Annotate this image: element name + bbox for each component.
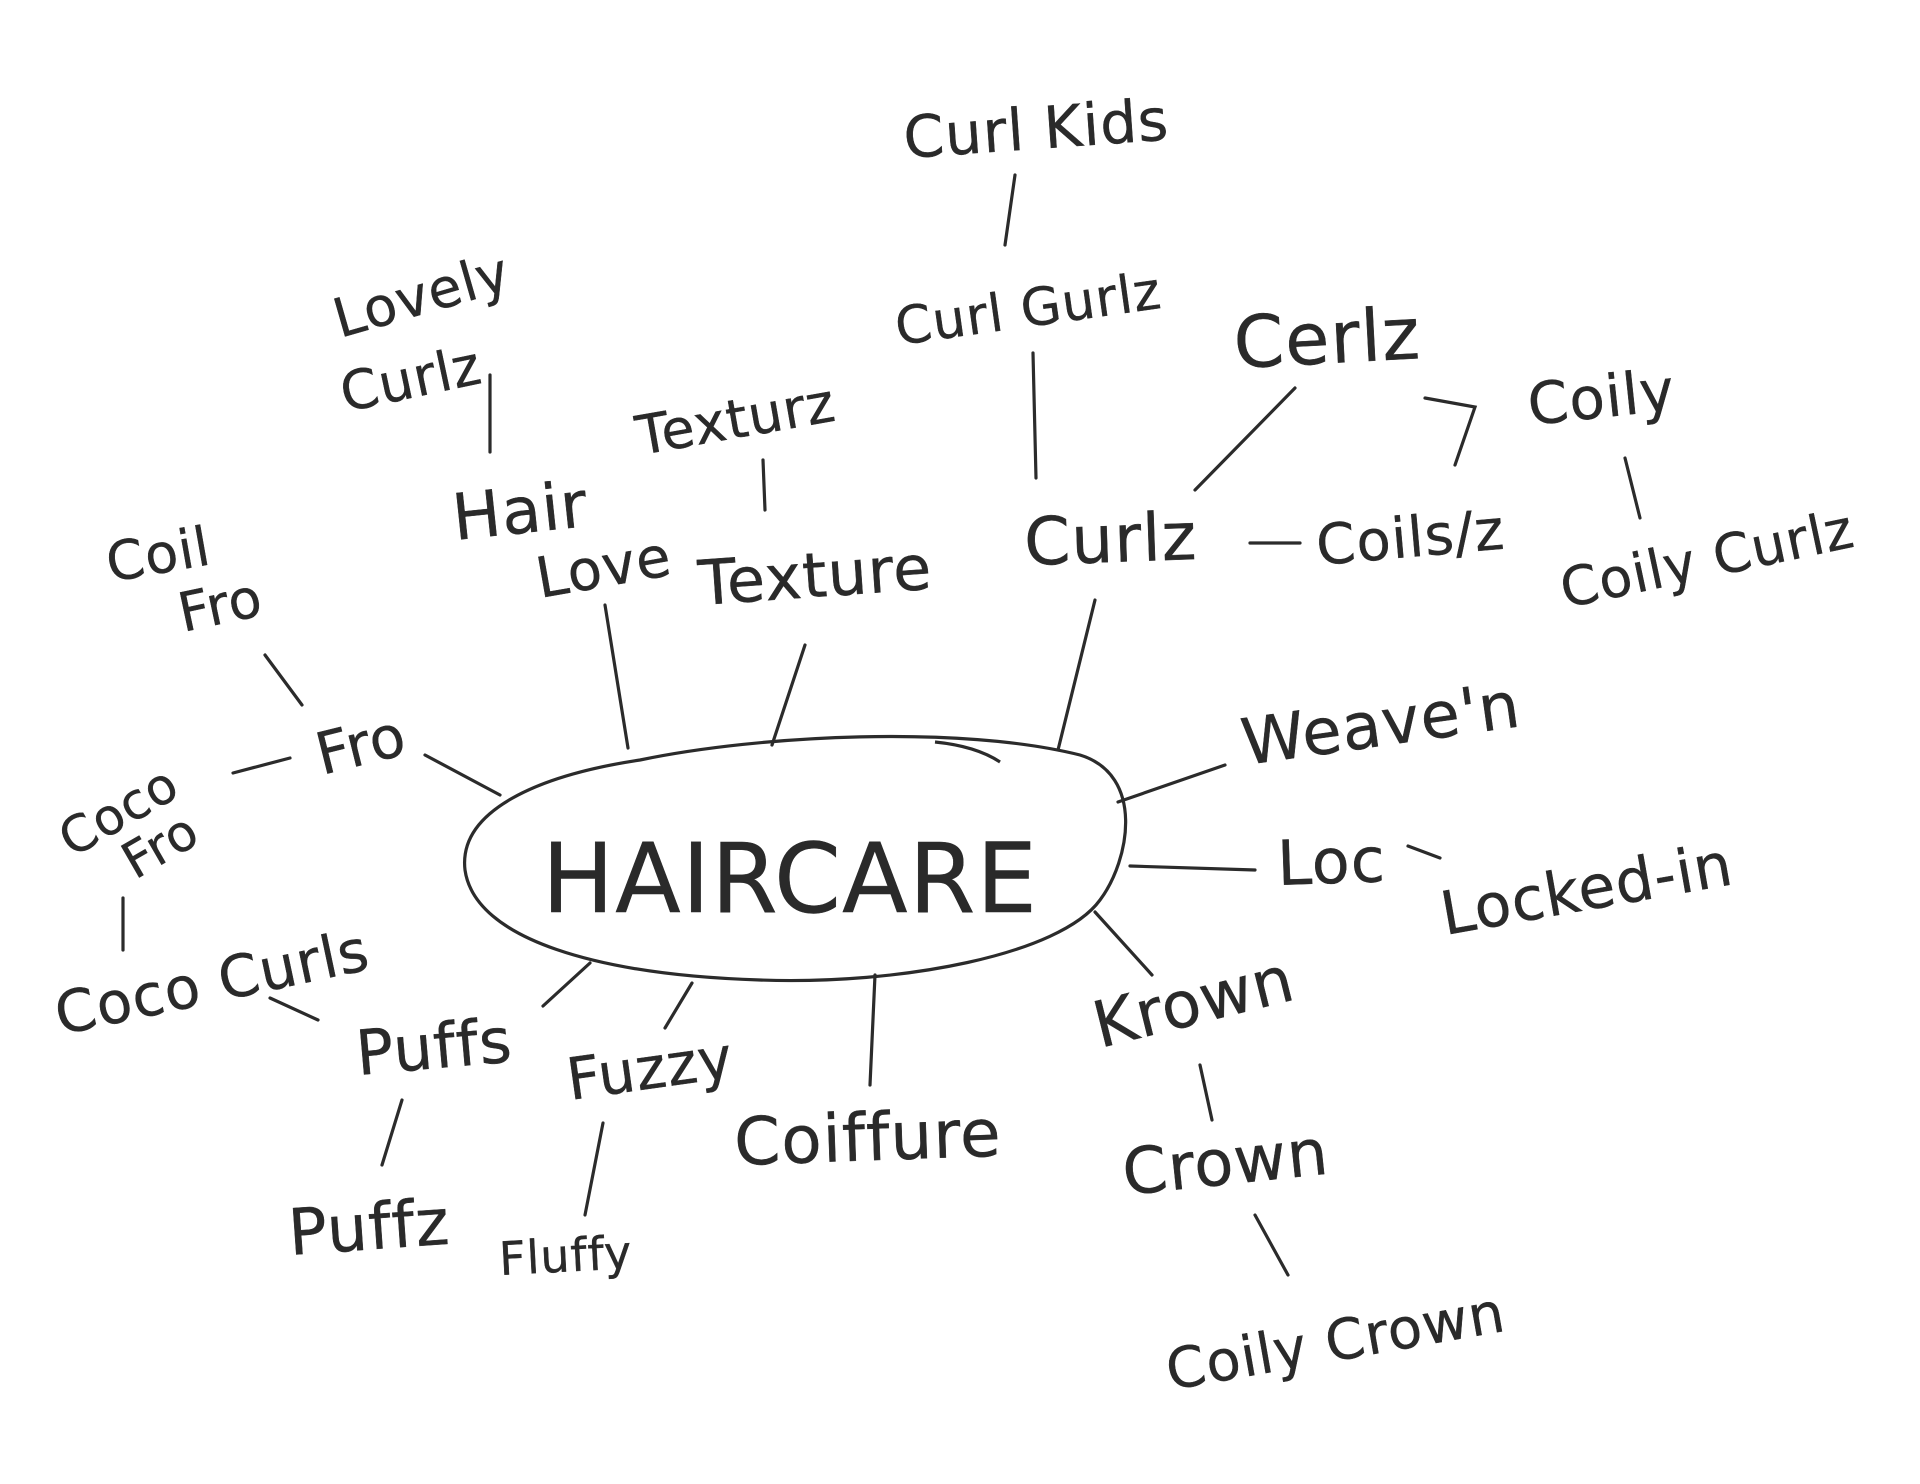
link-curl-kids-curl-gurlz [1003, 173, 1017, 247]
link-cerlz-coily-arrow [1423, 396, 1478, 467]
node-curlz: Curlz [1023, 498, 1199, 581]
link-haircare-fuzzy [663, 981, 694, 1030]
node-fluffy: Fluffy [498, 1225, 634, 1286]
center-node: HAIRCARE [463, 734, 1128, 983]
link-coily-coily-curlz [1623, 456, 1642, 520]
node-coily-curlz: Coily Curlz [1555, 497, 1860, 621]
node-puffs: Puffs [353, 1004, 515, 1090]
link-haircare-puffs [541, 961, 592, 1008]
link-love-haircare [603, 603, 630, 750]
link-puffs-puffz [380, 1098, 404, 1167]
connector-lines [121, 173, 1642, 1277]
node-curl-gurlz: Curl Gurlz [891, 261, 1165, 358]
node-curl-kids: Curl Kids [901, 86, 1171, 172]
node-lovely-curlz-line2: Curlz [335, 333, 487, 424]
center-ellipse-overdraw [934, 740, 1001, 764]
link-haircare-loc [1128, 864, 1257, 872]
link-curl-gurlz-curlz [1031, 351, 1038, 480]
link-curlz-haircare [1056, 598, 1097, 752]
link-coco-fro-fro [231, 756, 292, 775]
link-texturz-texture [761, 458, 767, 512]
node-weavein: Weave'n [1237, 669, 1525, 781]
node-fro: Fro [309, 701, 413, 789]
node-loc: Loc [1276, 823, 1387, 900]
node-locked-in: Locked-in [1435, 830, 1738, 950]
node-cerlz: Cerlz [1231, 291, 1422, 385]
node-krown: Krown [1086, 942, 1302, 1063]
center-ellipse [463, 734, 1128, 983]
link-fuzzy-fluffy [583, 1121, 605, 1217]
link-coil-fro-fro [263, 653, 304, 707]
node-fuzzy: Fuzzy [562, 1023, 737, 1114]
node-hair: Hair [449, 468, 591, 556]
link-crown-coily-crown [1253, 1213, 1290, 1277]
node-coiffure: Coiffure [733, 1095, 1003, 1181]
link-coco-curls-puffs [268, 996, 320, 1022]
node-crown: Crown [1119, 1116, 1332, 1211]
center-label: HAIRCARE [542, 823, 1038, 935]
link-krown-crown [1198, 1063, 1214, 1122]
node-texture: Texture [695, 531, 934, 620]
link-haircare-krown [1093, 910, 1154, 977]
node-lovely-curlz-line1: Lovely [326, 240, 517, 350]
node-coily-crown: Coily Crown [1161, 1280, 1510, 1404]
link-fro-haircare [423, 753, 502, 797]
link-loc-locked-in [1406, 844, 1442, 860]
node-coily: Coily [1524, 356, 1678, 439]
link-cerlz-curlz [1193, 386, 1297, 492]
node-coco-curls: Coco Curls [49, 916, 375, 1049]
node-texturz: Texturz [630, 371, 840, 468]
node-coils-z: Coils/z [1314, 498, 1508, 579]
link-haircare-weavein [1116, 763, 1227, 804]
node-puffz: Puffz [286, 1186, 452, 1271]
link-texture-haircare [770, 643, 807, 747]
link-haircare-coiffure [868, 973, 877, 1087]
